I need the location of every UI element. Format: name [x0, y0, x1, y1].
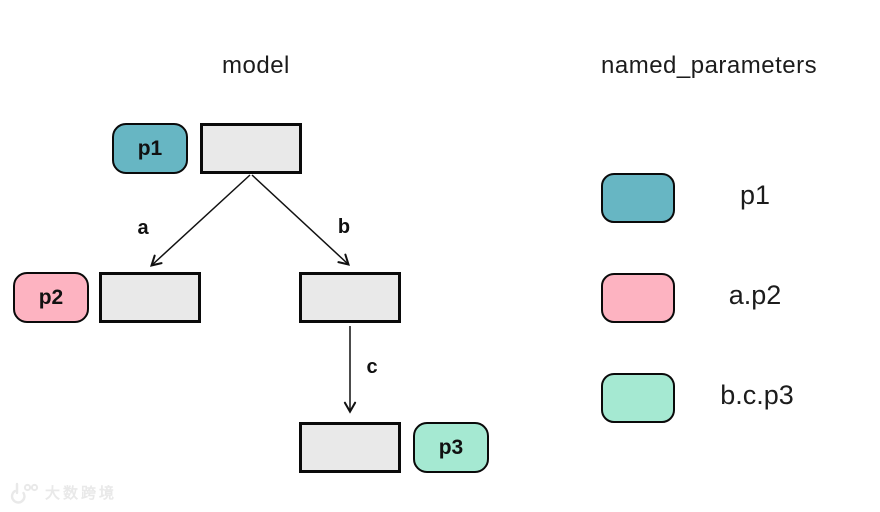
named-parameters-title: named_parameters [601, 52, 818, 79]
model-title: model [222, 52, 290, 79]
param-pill-p1: p1 [112, 123, 188, 174]
legend-label-b-c-p3: b.c.p3 [720, 380, 794, 410]
module-node-a [99, 272, 201, 323]
param-pill-p2: p2 [13, 272, 89, 323]
module-node-b-c [299, 422, 401, 473]
legend-swatch-a-p2 [601, 273, 675, 323]
module-node-root [200, 123, 302, 174]
edge-b-arrow [251, 174, 348, 264]
edge-a-arrow [152, 174, 251, 265]
watermark: 大数跨境 [10, 482, 117, 504]
legend-swatch-b-c-p3 [601, 373, 675, 423]
param-pill-p3: p3 [413, 422, 489, 473]
watermark-text: 大数跨境 [45, 484, 118, 502]
edge-label-c: c [366, 356, 378, 378]
legend-label-p1: p1 [739, 180, 771, 210]
module-node-b [299, 272, 401, 323]
edge-label-a: a [137, 217, 149, 239]
watermark-logo-icon [10, 482, 39, 504]
legend-swatch-p1 [601, 173, 675, 223]
edge-label-b: b [337, 216, 351, 238]
legend-label-a-p2: a.p2 [728, 280, 782, 310]
